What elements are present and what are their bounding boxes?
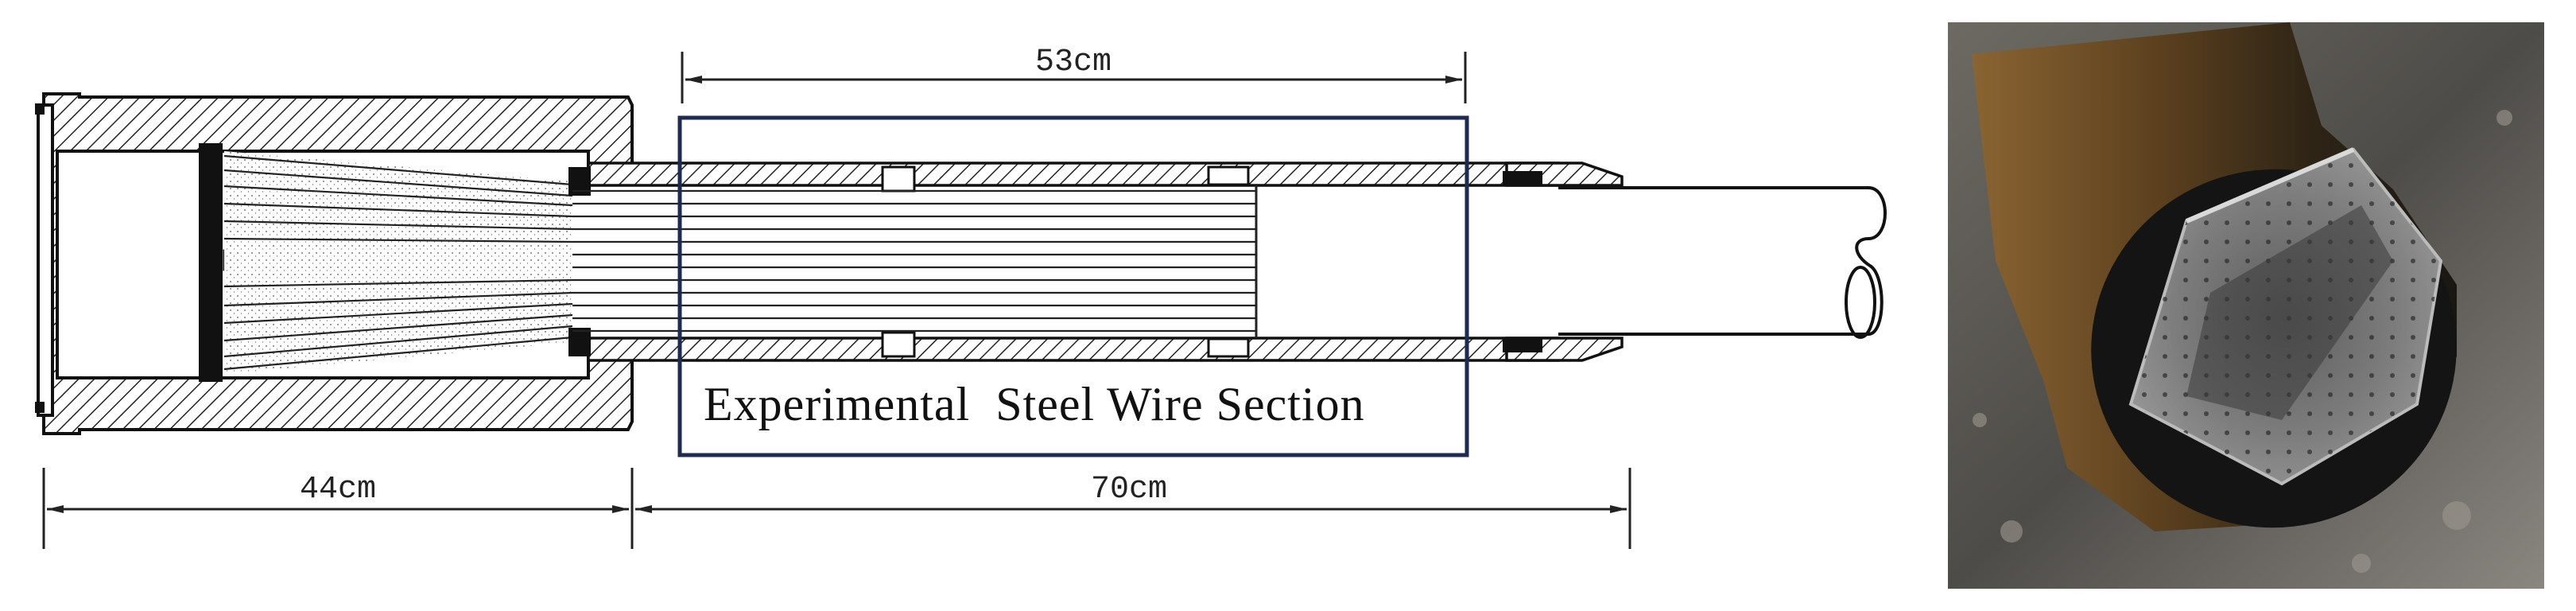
parallel-wires (572, 185, 1258, 338)
anchor-head (35, 92, 634, 435)
dimension-bottom-right: 70cm (635, 468, 1631, 549)
experimental-section-box (677, 115, 1469, 457)
dimension-bottom-left: 44cm (42, 468, 634, 549)
wire-fan (223, 151, 573, 374)
dimension-top: 53cm (681, 45, 1467, 103)
dimension-top-label: 53cm (1035, 45, 1111, 80)
cable-end-cross-section-photo (1948, 22, 2544, 589)
section-label: Experimental Steel Wire Section (704, 378, 1365, 430)
steel-sleeve (568, 162, 1624, 362)
anchor-plate (199, 143, 223, 382)
cable-anchorage-diagram: Experimental Steel Wire Section 53cm 44c… (35, 45, 1887, 549)
dimension-bottom-left-label: 44cm (300, 472, 376, 508)
dimension-bottom-right-label: 70cm (1091, 472, 1167, 508)
cable-pipe (1558, 186, 1887, 339)
